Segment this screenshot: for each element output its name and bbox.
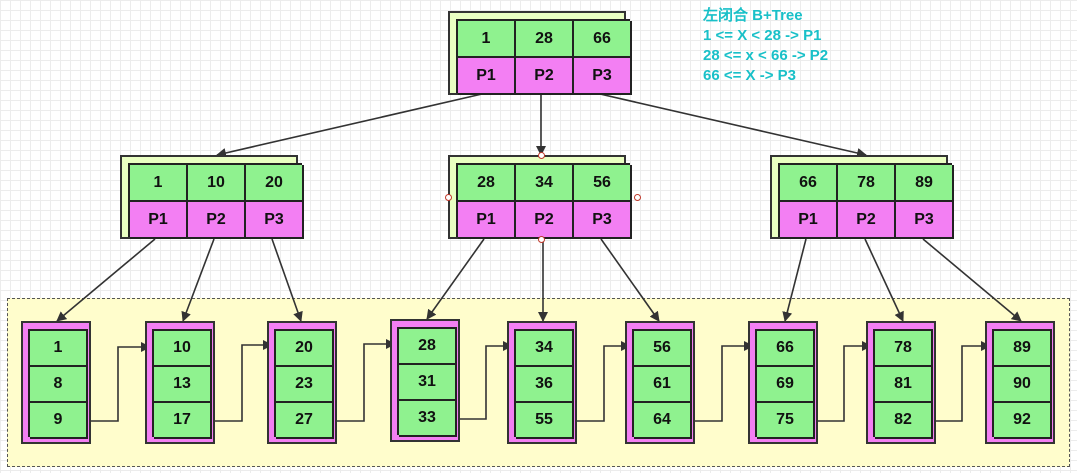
selection-handle-top[interactable] (538, 152, 545, 159)
root-key-3: 66 (574, 21, 632, 58)
leaf-6-key-1: 56 (634, 331, 692, 367)
root-pointer-3: P3 (574, 58, 632, 95)
leaf-7-key-2: 69 (757, 367, 815, 403)
leaf-node-9: 89 90 92 (985, 321, 1055, 444)
leaf-2-key-1: 10 (154, 331, 212, 367)
leaf-3-key-2: 23 (276, 367, 334, 403)
leaf-5-key-3: 55 (516, 403, 574, 439)
leaf-9-key-3: 92 (994, 403, 1052, 439)
leaf-2-key-2: 13 (154, 367, 212, 403)
internal-2-p3-arrow (600, 238, 660, 322)
internal-1-key-1: 1 (130, 165, 188, 202)
internal-2-key-2: 34 (516, 165, 574, 202)
leaf-node-1: 1 8 9 (21, 321, 91, 444)
internal-node-3: 66 78 89 P1 P2 P3 (770, 155, 954, 239)
internal-1-key-3: 20 (246, 165, 304, 202)
leaf-1-key-2: 8 (30, 367, 88, 403)
root-key-2: 28 (516, 21, 574, 58)
leaf-link-2 (212, 340, 273, 422)
root-p3-arrow (599, 93, 867, 158)
root-node: 1 28 66 P1 P2 P3 (448, 11, 632, 95)
selection-handle-right[interactable] (634, 194, 641, 201)
internal-2-pointer-1: P1 (458, 202, 516, 239)
leaf-9-key-2: 90 (994, 367, 1052, 403)
internal-1-key-2: 10 (188, 165, 246, 202)
selection-handle-left[interactable] (445, 194, 452, 201)
legend-rule-3: 66 <= X -> P3 (703, 67, 796, 84)
internal-3-pointer-1: P1 (780, 202, 838, 239)
internal-3-key-3: 89 (896, 165, 954, 202)
leaf-4-key-2: 31 (399, 365, 457, 401)
root-pointer-2: P2 (516, 58, 574, 95)
leaf-4-key-3: 33 (399, 401, 457, 437)
leaf-link-6 (692, 341, 754, 422)
leaf-node-4: 28 31 33 (390, 319, 460, 442)
internal-2-p1-arrow (426, 238, 485, 320)
internal-2-pointer-2: P2 (516, 202, 574, 239)
internal-3-p3-arrow (922, 238, 1022, 322)
leaf-link-8 (932, 341, 991, 422)
internal-3-p1-arrow (782, 238, 807, 322)
root-pointer-1: P1 (458, 58, 516, 95)
internal-3-pointer-2: P2 (838, 202, 896, 239)
leaf-8-key-1: 78 (875, 331, 933, 367)
leaf-node-5: 34 36 55 (507, 321, 577, 444)
leaf-5-key-2: 36 (516, 367, 574, 403)
internal-1-p1-arrow (56, 238, 156, 322)
leaf-1-key-3: 9 (30, 403, 88, 439)
internal-3-pointer-3: P3 (896, 202, 954, 239)
legend-title: 左闭合 B+Tree (703, 7, 803, 24)
leaf-node-3: 20 23 27 (267, 321, 337, 444)
leaf-node-2: 10 13 17 (145, 321, 215, 444)
leaf-node-8: 78 81 82 (866, 321, 936, 444)
leaf-link-7 (814, 341, 872, 422)
root-key-1: 1 (458, 21, 516, 58)
leaf-node-6: 56 61 64 (625, 321, 695, 444)
leaf-link-1 (88, 342, 151, 422)
leaf-8-key-2: 81 (875, 367, 933, 403)
internal-2-key-3: 56 (574, 165, 632, 202)
legend-rule-2: 28 <= x < 66 -> P2 (703, 47, 829, 64)
internal-2-key-1: 28 (458, 165, 516, 202)
leaf-7-key-1: 66 (757, 331, 815, 367)
selection-handle-bottom[interactable] (538, 236, 545, 243)
legend-rule-1: 1 <= X < 28 -> P1 (703, 27, 822, 44)
leaf-5-key-1: 34 (516, 331, 574, 367)
leaf-9-key-1: 89 (994, 331, 1052, 367)
leaf-link-3 (334, 339, 396, 422)
legend: 左闭合 B+Tree 1 <= X < 28 -> P1 28 <= x < 6… (703, 6, 828, 86)
internal-node-2: 28 34 56 P1 P2 P3 (448, 155, 632, 239)
leaf-link-5 (574, 341, 631, 422)
internal-2-pointer-3: P3 (574, 202, 632, 239)
leaf-6-key-3: 64 (634, 403, 692, 439)
internal-3-key-2: 78 (838, 165, 896, 202)
internal-1-p3-arrow (271, 238, 303, 322)
leaf-2-key-3: 17 (154, 403, 212, 439)
leaf-link-4 (456, 341, 513, 420)
leaf-3-key-3: 27 (276, 403, 334, 439)
leaf-1-key-1: 1 (30, 331, 88, 367)
leaf-7-key-3: 75 (757, 403, 815, 439)
leaf-6-key-2: 61 (634, 367, 692, 403)
leaf-3-key-1: 20 (276, 331, 334, 367)
internal-1-pointer-3: P3 (246, 202, 304, 239)
internal-3-key-1: 66 (780, 165, 838, 202)
internal-1-p2-arrow (181, 238, 215, 322)
leaf-node-7: 66 69 75 (748, 321, 818, 444)
leaf-4-key-1: 28 (399, 329, 457, 365)
leaf-8-key-3: 82 (875, 403, 933, 439)
internal-3-p2-arrow (864, 238, 904, 322)
internal-node-1: 1 10 20 P1 P2 P3 (120, 155, 304, 239)
root-p1-arrow (216, 93, 483, 158)
internal-1-pointer-1: P1 (130, 202, 188, 239)
internal-1-pointer-2: P2 (188, 202, 246, 239)
